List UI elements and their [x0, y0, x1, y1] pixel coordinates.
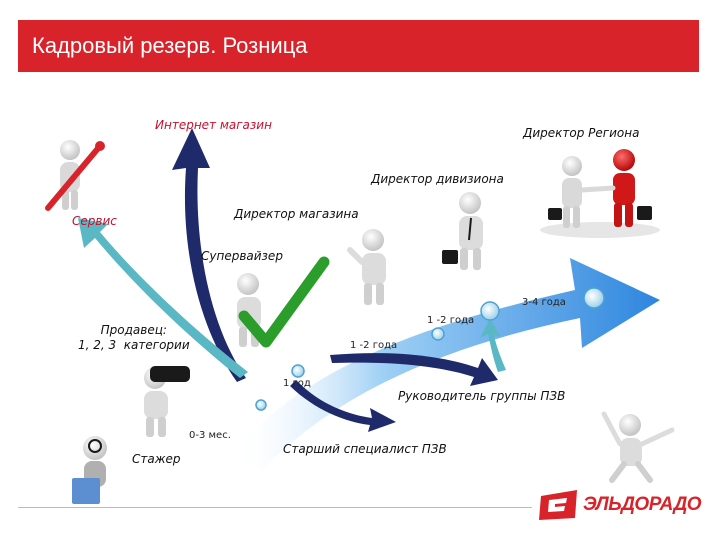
role-senior-specialist: Старший специалист ПЗВ [283, 442, 447, 456]
region-director-figure-icon [540, 149, 660, 238]
milestone-dot [432, 328, 444, 340]
duration-label: 0-3 мес. [189, 430, 231, 441]
store-director-figure-icon [350, 229, 386, 305]
milestone-dot [481, 302, 499, 320]
role-trainee: Стажер [132, 452, 181, 466]
milestone-dot [584, 288, 604, 308]
duration-label: 1 -2 года [350, 340, 397, 351]
role-internet-store: Интернет магазин [155, 118, 272, 132]
logo-text: ЭЛЬДОРАДО [583, 494, 701, 516]
role-store-director: Директор магазина [234, 207, 359, 221]
logo-mark-icon [537, 488, 581, 522]
eldorado-logo: ЭЛЬДОРАДО [537, 488, 693, 522]
seller-figure-icon [144, 366, 190, 437]
supervisor-figure-icon [237, 262, 324, 347]
duration-label: 1 -2 года [427, 315, 474, 326]
division-director-figure-icon [442, 192, 483, 270]
role-region-director: Директор Региона [523, 126, 639, 140]
trainee-figure-icon [72, 436, 107, 504]
milestone-dot [256, 400, 266, 410]
duration-label: 3-4 года [522, 297, 566, 308]
milestone-dot [292, 365, 304, 377]
duration-label: 1 год [283, 378, 311, 389]
role-service: Сервис [72, 214, 117, 228]
group-head-figure-icon [604, 414, 672, 480]
role-seller: Продавец: 1, 2, 3 категории [78, 323, 190, 353]
footer-divider [18, 507, 532, 508]
service-figure-icon [48, 140, 105, 210]
role-group-head: Руководитель группы ПЗВ [398, 389, 565, 403]
role-supervisor: Супервайзер [201, 249, 283, 263]
role-division-director: Директор дивизиона [371, 172, 504, 186]
arrow-service [78, 218, 248, 378]
